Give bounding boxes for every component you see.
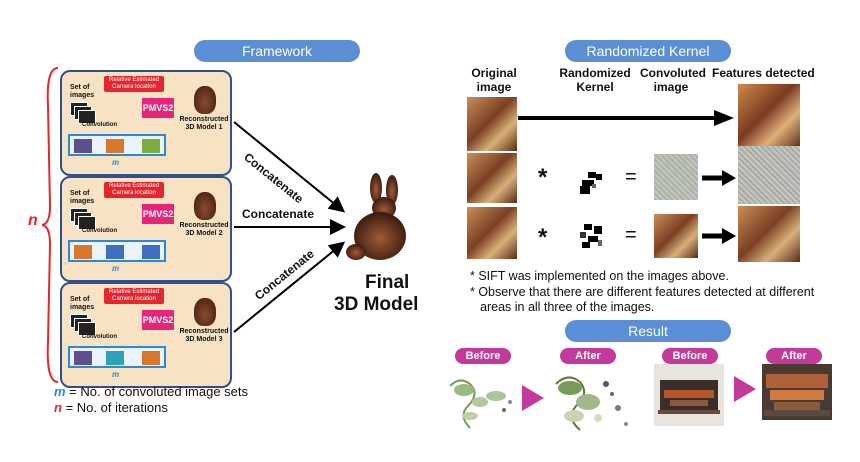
features-image-3 xyxy=(738,206,800,262)
equals-operator: = xyxy=(625,166,637,188)
arrow-right xyxy=(702,228,736,244)
col-randomized-kernel: Randomized Kernel xyxy=(559,66,631,94)
legend-n-text: = No. of iterations xyxy=(61,400,168,415)
after-tag-1: After xyxy=(560,348,616,364)
framework-panel-1: Set of images Relative Estimated Camera … xyxy=(60,70,232,176)
col-features-detected: Features detected xyxy=(712,66,815,80)
equals-operator: = xyxy=(625,224,637,246)
features-image-2 xyxy=(738,146,800,204)
original-image-3 xyxy=(467,207,517,259)
before-tag-2: Before xyxy=(662,348,718,364)
convoluted-sets xyxy=(68,134,166,156)
framework-title: Framework xyxy=(194,40,360,62)
after-tag-2: After xyxy=(766,348,822,364)
legend-n-symbol: n xyxy=(54,400,62,415)
bunny-model-icon xyxy=(194,86,216,114)
pmvs2-box: PMVS2 xyxy=(142,98,174,118)
final-bunny-model xyxy=(346,173,406,260)
result-after-plant xyxy=(555,376,628,431)
reconstructed-label: Reconstructed 3D Model 1 xyxy=(179,116,229,131)
bunny-model-icon xyxy=(194,192,216,220)
before-tag-1: Before xyxy=(455,348,511,364)
result-before-plant xyxy=(449,379,512,429)
concatenate-label-mid: Concatenate xyxy=(242,207,315,221)
legend-m-text: = No. of convoluted image sets xyxy=(65,384,249,399)
bunny-model-icon xyxy=(194,298,216,326)
framework-panel-3: Set of images Relative Estimated Camera … xyxy=(60,282,232,388)
result-title: Result xyxy=(565,320,731,342)
col-original-image: Original image xyxy=(471,66,517,94)
legend-m: m = No. of convoluted image sets xyxy=(54,384,248,399)
purple-arrow xyxy=(734,376,756,402)
arrow-right xyxy=(702,170,736,186)
concatenate-arrows xyxy=(233,121,346,333)
convoluted-sets xyxy=(68,240,166,262)
legend-n: n = No. of iterations xyxy=(54,400,168,415)
result-before-room xyxy=(654,364,724,426)
n-brace xyxy=(41,67,59,383)
star-operator: * xyxy=(538,164,548,191)
framework-panel-2: Set of images Relative Estimated Camera … xyxy=(60,176,232,282)
set-of-images-label: Set of images xyxy=(70,84,95,99)
purple-arrow xyxy=(522,385,544,411)
kernel-pattern-2 xyxy=(578,222,606,250)
star-operator: * xyxy=(538,224,548,251)
kernel-note-2: * Observe that there are different featu… xyxy=(470,285,815,314)
camera-location-label: Relative Estimated Camera location xyxy=(104,76,164,92)
features-image-1 xyxy=(738,84,800,148)
col-convoluted-image: Convoluted image xyxy=(640,66,706,94)
kernel-title: Randomized Kernel xyxy=(565,40,731,62)
kernel-note-1: * SIFT was implemented on the images abo… xyxy=(470,269,729,283)
convoluted-sets xyxy=(68,346,166,368)
long-arrow xyxy=(518,110,734,126)
original-image-1 xyxy=(467,97,517,151)
result-after-room xyxy=(762,364,832,420)
kernel-pattern-1 xyxy=(578,168,606,196)
convoluted-image-1 xyxy=(654,154,698,200)
convoluted-image-2 xyxy=(654,214,698,258)
original-image-2 xyxy=(467,153,517,203)
convolution-label: Convolution xyxy=(82,122,117,128)
n-label: n xyxy=(28,212,38,229)
m-label: m xyxy=(112,158,120,167)
final-model-line1: Final xyxy=(365,272,410,293)
legend-m-symbol: m xyxy=(54,384,66,399)
final-model-line2: 3D Model xyxy=(334,294,419,315)
